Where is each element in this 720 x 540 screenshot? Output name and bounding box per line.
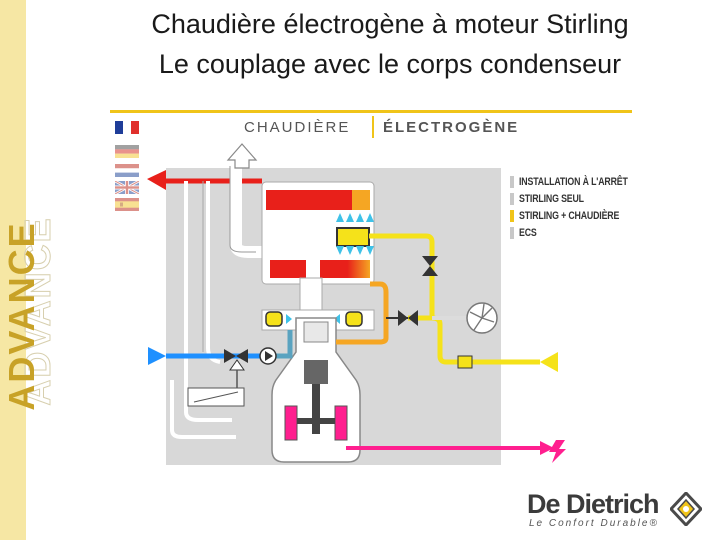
alternator-left (284, 405, 298, 441)
alternator-right (334, 405, 348, 441)
spain-flag-icon[interactable] (115, 198, 139, 211)
legend-label: ECS (519, 226, 537, 239)
de-dietrich-logo: De Dietrich Le Confort Durable® (527, 489, 660, 529)
logo-name: De Dietrich (527, 489, 660, 519)
title-line-2: Le couplage avec le corps condenseur (158, 49, 622, 79)
flame-icon (336, 213, 374, 255)
brand-electrogene: ÉLECTROGÈNE (383, 119, 520, 136)
flow-pipe (369, 233, 435, 318)
logo-tagline: Le Confort Durable® (529, 518, 659, 529)
valve-icon (224, 349, 248, 363)
three-way-valve-icon (422, 256, 438, 276)
hot-outlet-arrow-icon (147, 170, 166, 190)
legend-item-ecs[interactable]: ECS (510, 224, 655, 241)
brand-chaudiere: CHAUDIÈRE (244, 119, 351, 136)
piston-icon (304, 360, 328, 384)
title-line-1: Chaudière électrogène à moteur Stirling (151, 9, 629, 39)
return-pipe (336, 281, 389, 345)
flue-arrow-icon (226, 143, 258, 169)
cold-inlet-arrow-icon (148, 347, 166, 365)
brand-separator (372, 116, 374, 138)
heating-arrow-icon (540, 352, 558, 372)
germany-flag-icon[interactable] (115, 145, 139, 158)
uk-flag-icon[interactable] (115, 181, 139, 194)
hot-chamber-top (266, 190, 370, 210)
header-rule (110, 110, 632, 113)
burner-icon (336, 227, 370, 247)
france-flag-icon[interactable] (115, 121, 139, 134)
legend: INSTALLATION À L'ARRÊT STIRLING SEUL STI… (510, 173, 655, 241)
netherlands-flag-icon[interactable] (115, 164, 139, 177)
legend-item-stirling-only[interactable]: STIRLING SEUL (510, 190, 655, 207)
legend-item-stopped[interactable]: INSTALLATION À L'ARRÊT (510, 173, 655, 190)
legend-label: STIRLING + CHAUDIÈRE (519, 209, 620, 222)
exchanger-left (265, 311, 283, 327)
advance-sidebar: ADVANCE ADVANCE (0, 0, 59, 540)
legend-label: INSTALLATION À L'ARRÊT (519, 175, 628, 188)
lightning-icon (549, 440, 566, 463)
diamond-logo-icon (670, 492, 702, 526)
legend-item-stirling-boiler[interactable]: STIRLING + CHAUDIÈRE (510, 207, 655, 224)
exchanger-right (345, 311, 363, 327)
legend-label: STIRLING SEUL (519, 192, 584, 205)
meter-icon (457, 355, 473, 369)
